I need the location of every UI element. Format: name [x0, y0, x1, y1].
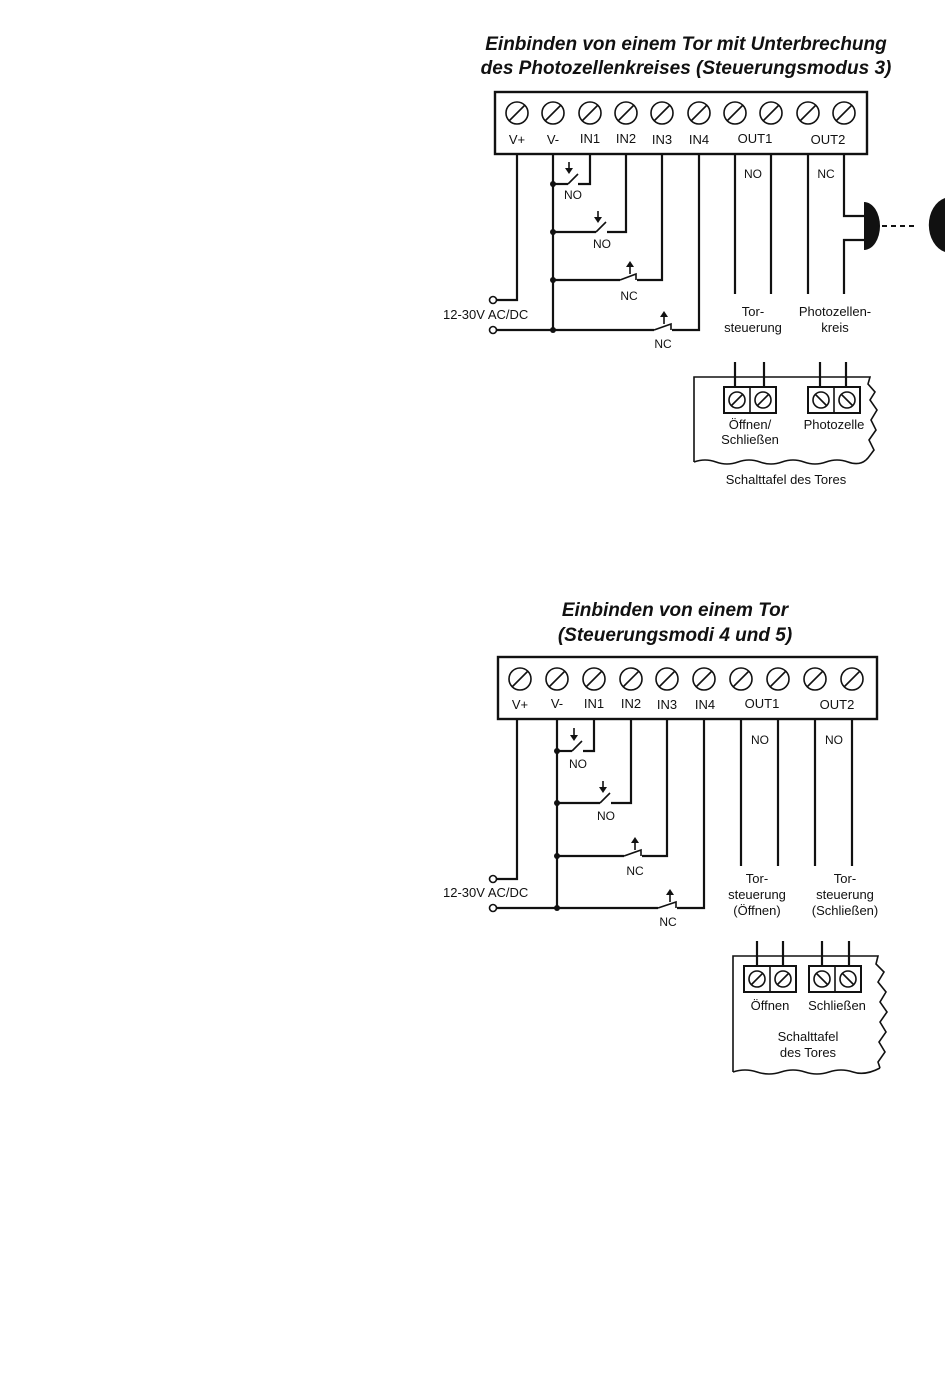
photocell-icon: [864, 198, 945, 252]
terminal-label: OUT2: [811, 132, 846, 147]
screw-icon: [840, 667, 864, 691]
wiring: [496, 154, 870, 332]
screw-icon: [582, 667, 606, 691]
screw-icon: [729, 667, 753, 691]
terminal-label: V+: [509, 132, 525, 147]
screw-icon: [650, 101, 674, 125]
output-type-label: NO: [751, 733, 769, 747]
terminal-screws: [505, 101, 856, 125]
terminal-label: IN4: [689, 132, 709, 147]
out1-label-line2: steuerung: [724, 320, 782, 335]
contact-label: NC: [626, 864, 644, 878]
supply-terminal-icon: [488, 295, 498, 305]
contact-arrows: [565, 162, 668, 324]
terminal-label: IN1: [580, 131, 600, 146]
gate-terminal-label: Schließen: [808, 998, 866, 1013]
output-type-label: NO: [744, 167, 762, 181]
contact-label: NC: [659, 915, 677, 929]
diagram-gate-modes-4-5: Einbinden von einem Tor (Steuerungsmodi …: [443, 600, 888, 1075]
out1-label-line1: Tor-: [746, 871, 768, 886]
gate-terminal-label: Öffnen: [751, 998, 790, 1013]
gate-control-panel: [693, 362, 878, 465]
diagram2-title-line1: Einbinden von einem Tor: [562, 600, 790, 621]
terminal-label: V+: [512, 697, 528, 712]
terminal-label: IN2: [621, 696, 641, 711]
contact-label: NO: [593, 237, 611, 251]
output-type-label: NC: [817, 167, 835, 181]
terminal-label: OUT1: [745, 696, 780, 711]
out2-label-line1: Photozellen-: [799, 304, 871, 319]
screw-icon: [505, 101, 529, 125]
contact-label: NO: [569, 757, 587, 771]
diagram2-title-line2: (Steuerungsmodi 4 und 5): [558, 625, 792, 646]
out2-label-line2: kreis: [821, 320, 849, 335]
screw-icon: [796, 101, 820, 125]
terminal-label: IN4: [695, 697, 715, 712]
supply-terminal-icon: [488, 325, 498, 335]
out1-label-line1: Tor-: [742, 304, 764, 319]
terminal-label: V-: [551, 696, 563, 711]
gate-terminal-label: Öffnen/: [729, 417, 772, 432]
terminal-label: OUT2: [820, 697, 855, 712]
contact-label: NC: [620, 289, 638, 303]
screw-icon: [619, 667, 643, 691]
junction-dots: [550, 181, 556, 333]
out2-label-line2: steuerung: [816, 887, 874, 902]
contact-label: NO: [564, 188, 582, 202]
screw-icon: [541, 101, 565, 125]
screw-icon: [692, 667, 716, 691]
panel-label-line2: des Tores: [780, 1045, 837, 1060]
diagram-photocell-mode-3: Einbinden von einem Tor mit Unterbrechun…: [443, 34, 945, 487]
terminal-label: IN3: [652, 132, 672, 147]
gate-control-panel: [732, 941, 888, 1075]
screw-icon: [832, 101, 856, 125]
out1-label-line3: (Öffnen): [733, 903, 780, 918]
diagram1-title-line2: des Photozellenkreises (Steuerungsmodus …: [481, 58, 892, 79]
terminal-label: IN2: [616, 131, 636, 146]
screw-icon: [508, 667, 532, 691]
screw-icon: [545, 667, 569, 691]
output-type-label: NO: [825, 733, 843, 747]
panel-label: Schalttafel des Tores: [726, 472, 847, 487]
screw-icon: [766, 667, 790, 691]
supply-terminal-icon: [488, 874, 498, 884]
screw-icon: [759, 101, 783, 125]
junction-dots: [554, 748, 560, 911]
out2-label-line3: (Schließen): [812, 903, 878, 918]
screw-icon: [614, 101, 638, 125]
contact-arrows: [570, 728, 674, 902]
screw-icon: [803, 667, 827, 691]
terminal-screws: [508, 667, 864, 691]
screw-icon: [723, 101, 747, 125]
supply-label: 12-30V AC/DC: [443, 885, 528, 900]
terminal-label: IN1: [584, 696, 604, 711]
gate-terminal-label: Photozelle: [804, 417, 865, 432]
diagram1-title-line1: Einbinden von einem Tor mit Unterbrechun…: [485, 34, 887, 55]
terminal-label: IN3: [657, 697, 677, 712]
contact-label: NC: [654, 337, 672, 351]
screw-icon: [578, 101, 602, 125]
screw-icon: [687, 101, 711, 125]
out1-label-line2: steuerung: [728, 887, 786, 902]
contact-label: NO: [597, 809, 615, 823]
supply-terminal-icon: [488, 903, 498, 913]
panel-label-line1: Schalttafel: [778, 1029, 839, 1044]
screw-icon: [655, 667, 679, 691]
terminal-label: OUT1: [738, 131, 773, 146]
gate-terminal-label: Schließen: [721, 432, 779, 447]
supply-label: 12-30V AC/DC: [443, 307, 528, 322]
terminal-label: V-: [547, 132, 559, 147]
wiring: [496, 719, 854, 910]
out2-label-line1: Tor-: [834, 871, 856, 886]
